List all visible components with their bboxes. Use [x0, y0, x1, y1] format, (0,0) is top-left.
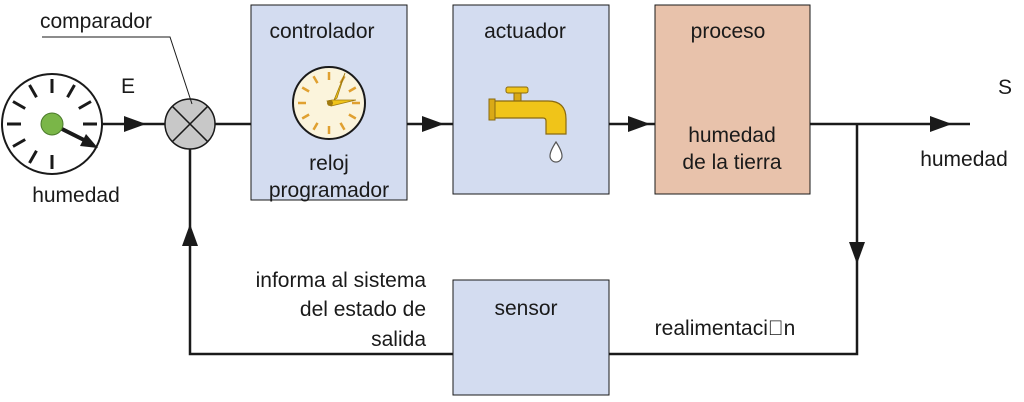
- output-label: humedad: [920, 148, 1008, 171]
- controller-subtitle-line2: programador: [269, 179, 389, 202]
- wire-feedback-left: [188, 148, 453, 356]
- sensor-block: [452, 279, 610, 396]
- controller-title: controlador: [269, 20, 374, 43]
- process-subtitle-line1: humedad: [688, 124, 776, 147]
- actuator-title: actuador: [484, 20, 566, 43]
- feedback-label: realimentaci n: [655, 317, 796, 340]
- arrow-input: [124, 116, 146, 132]
- humidity-gauge-icon: [1, 73, 103, 175]
- input-symbol: E: [121, 75, 135, 98]
- sensor-title: sensor: [494, 297, 557, 320]
- sensor-info-line3: salida: [371, 328, 426, 351]
- arrowheads: [124, 116, 952, 264]
- comparator-summing-junction: [164, 98, 216, 150]
- process-title: proceso: [691, 20, 766, 43]
- comparator-label: comparador: [40, 10, 152, 33]
- controller-subtitle-line1: reloj: [309, 152, 349, 175]
- process-block: [654, 4, 811, 195]
- process-subtitle-line2: de la tierra: [682, 151, 782, 174]
- wire-feedback-right: [609, 124, 859, 356]
- sensor-info-line2: del estado de: [300, 298, 426, 321]
- arrow-to-process: [628, 116, 650, 132]
- arrow-to-actuator: [422, 116, 444, 132]
- faucet-icon: [488, 86, 567, 163]
- actuator-block: [452, 4, 610, 195]
- arrow-feedback-down: [849, 242, 865, 264]
- arrow-feedback-up: [182, 224, 198, 246]
- sensor-info-line1: informa al sistema: [256, 269, 427, 292]
- signal-wires: [102, 122, 970, 356]
- clock-icon: [292, 66, 366, 140]
- comparator-leader-line: [42, 36, 193, 105]
- output-symbol: S: [998, 76, 1012, 99]
- input-label: humedad: [32, 184, 120, 207]
- arrow-output: [930, 116, 952, 132]
